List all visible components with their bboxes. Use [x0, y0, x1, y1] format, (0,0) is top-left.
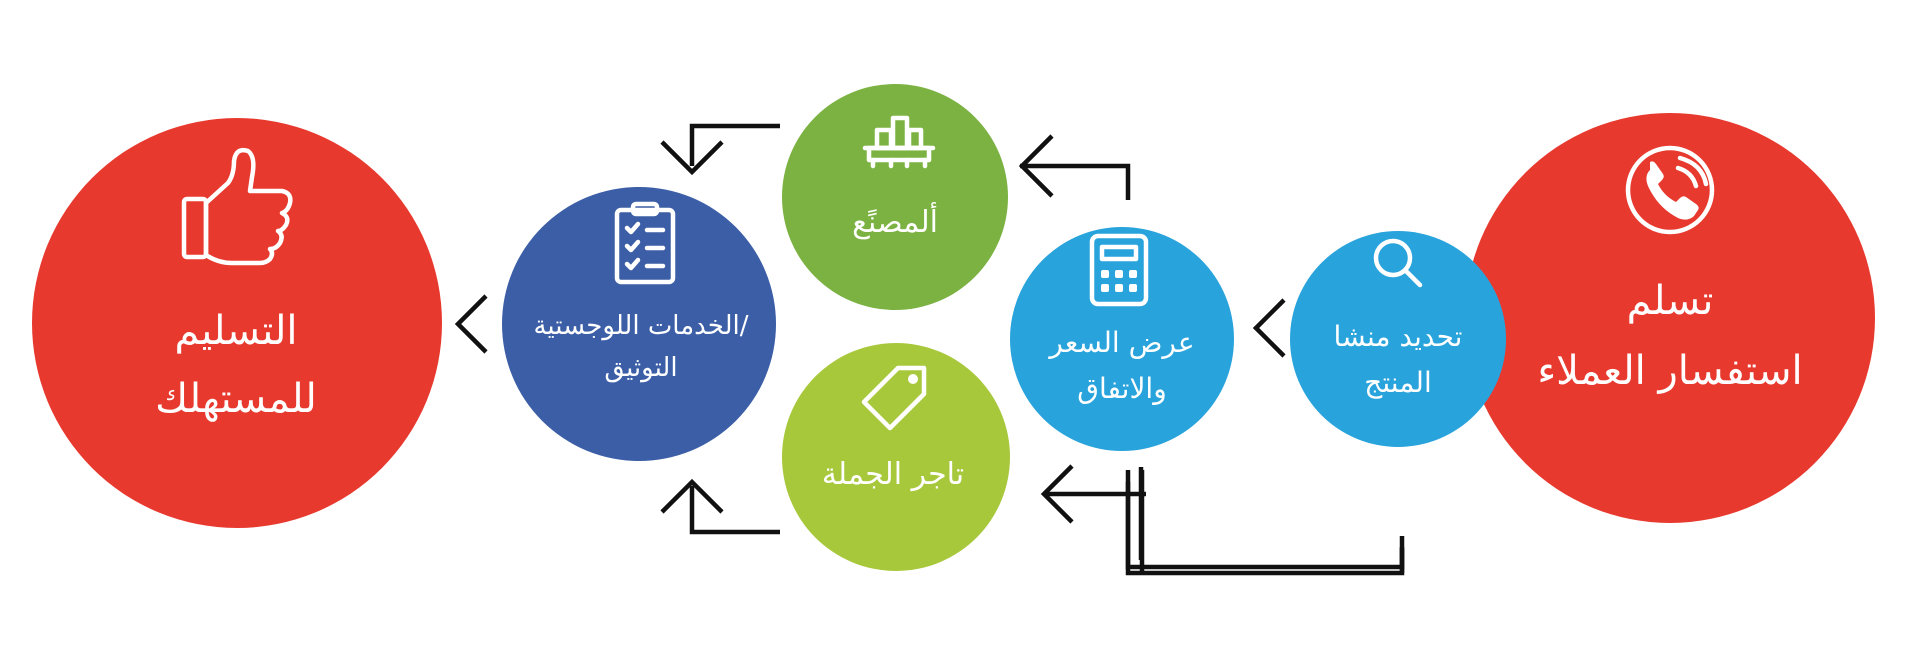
bus-to-wholesaler-line: [1125, 482, 1405, 570]
search-icon: [1373, 238, 1423, 288]
calculator-icon: [1089, 233, 1149, 307]
node-wholesaler-circle: [782, 343, 1010, 571]
node-logistics-circle: [502, 187, 776, 461]
node-origin-circle: [1290, 231, 1506, 447]
logistics-line2: التوثيق: [604, 353, 677, 383]
node-price-offer: عرض السعر والاتفاق: [1010, 227, 1234, 451]
origin-line2: المنتج: [1364, 366, 1431, 399]
arrow-wholesaler-to-logistics: [660, 478, 780, 535]
node-factory: ألمصنًع: [782, 84, 1008, 310]
node-origin: تحديد منشا المنتج: [1290, 231, 1506, 447]
price-offer-line1: عرض السعر: [1047, 326, 1194, 359]
thumbs-up-icon: [181, 147, 293, 266]
price-offer-line2: والاتفاق: [1077, 372, 1166, 405]
arrow-factory-to-logistics: [660, 123, 780, 176]
clipboard-checklist-icon: [614, 201, 676, 285]
node-logistics: الخدمات اللوجستية/ التوثيق: [502, 187, 776, 461]
phone-icon: [1625, 145, 1715, 235]
node-price-offer-circle: [1010, 227, 1234, 451]
bottom-bus-line: [1125, 467, 1405, 576]
node-delivery: التسليم للمستهلك: [32, 118, 442, 528]
arrow-price-offer-to-factory: [1018, 134, 1131, 200]
nodes: تسلم استفسار العملاء تحديد منشا المنتج: [32, 84, 1875, 571]
chevron-to-delivery: [454, 294, 488, 354]
node-wholesaler: تاجر الجملة: [782, 343, 1010, 571]
customer-inquiry-line1: تسلم: [1627, 278, 1714, 324]
price-tag-icon: [861, 365, 927, 431]
origin-line1: تحديد منشا: [1334, 320, 1463, 353]
node-customer-inquiry-circle: [1465, 113, 1875, 523]
delivery-line1: التسليم: [175, 308, 298, 354]
chevron-to-price-offer: [1252, 298, 1286, 358]
wholesaler-label: تاجر الجملة: [822, 457, 964, 492]
customer-inquiry-line2: استفسار العملاء: [1537, 348, 1802, 394]
delivery-line2: للمستهلك: [155, 376, 317, 422]
factory-label: ألمصنًع: [852, 201, 938, 240]
arrow-bus-to-wholesaler: [1040, 464, 1146, 524]
node-customer-inquiry: تسلم استفسار العملاء: [1465, 113, 1875, 523]
node-delivery-circle: [32, 118, 442, 528]
arrows: [454, 123, 1286, 535]
factory-icon: [862, 115, 936, 169]
connectors: [1125, 467, 1405, 576]
logistics-line1: الخدمات اللوجستية/: [533, 311, 748, 341]
node-factory-circle: [782, 84, 1008, 310]
